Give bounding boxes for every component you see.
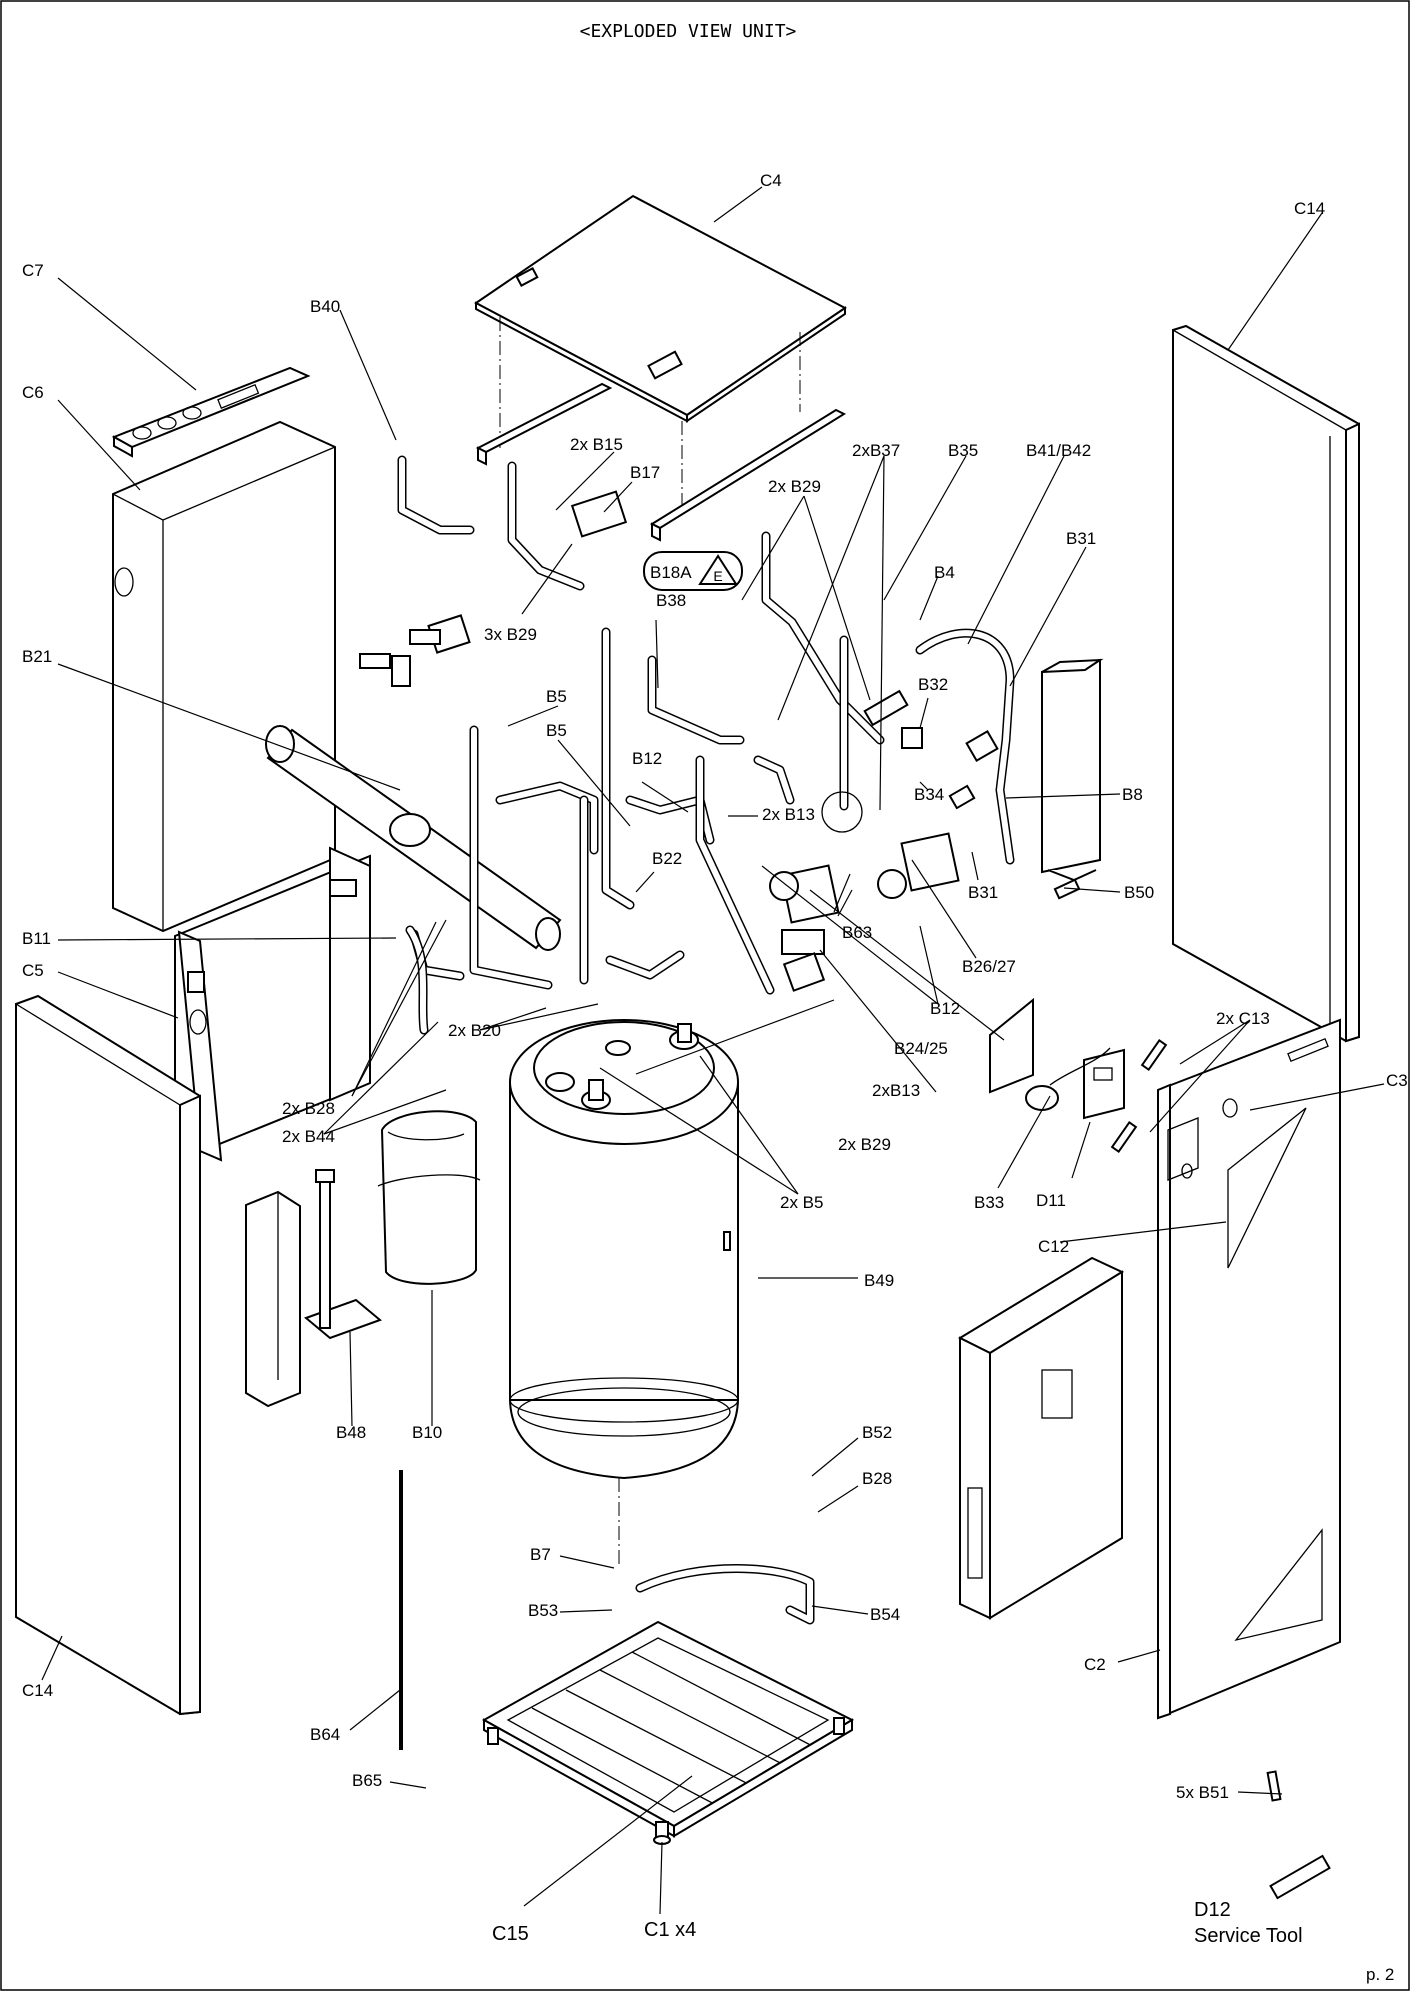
label-b37: 2xB37 (852, 441, 900, 460)
label-b40: B40 (310, 297, 340, 316)
warning-e-symbol: E (713, 568, 722, 584)
label-b22: B22 (652, 849, 682, 868)
label-b10: B10 (412, 1423, 442, 1442)
label-b28-2x: 2x B28 (282, 1099, 335, 1118)
label-c5: C5 (22, 961, 44, 980)
front-left-panel-c14 (15, 994, 201, 1716)
label-b53: B53 (528, 1601, 558, 1620)
hot-water-tank (508, 1019, 740, 1568)
label-b15: 2x B15 (570, 435, 623, 454)
label-b12-mid: B12 (930, 999, 960, 1018)
label-b29-mid: 2x B29 (838, 1135, 891, 1154)
label-b4: B4 (934, 563, 955, 582)
label-b20: 2x B20 (448, 1021, 501, 1040)
top-rails (475, 382, 847, 542)
label-c15: C15 (492, 1923, 529, 1945)
label-b11: B11 (22, 929, 51, 948)
label-b31-top: B31 (1066, 529, 1096, 548)
label-b44: 2x B44 (282, 1127, 335, 1146)
label-b8: B8 (1122, 785, 1143, 804)
label-c13: 2x C13 (1216, 1009, 1270, 1028)
side-panel-c5 (177, 930, 223, 1162)
label-b65: B65 (352, 1771, 382, 1790)
label-b29-top: 2x B29 (768, 477, 821, 496)
heat-exchanger-b21 (265, 725, 562, 951)
label-b28: B28 (862, 1469, 892, 1488)
label-b35: B35 (948, 441, 978, 460)
top-cover-c4 (474, 194, 847, 505)
front-right-panel-c2 (1157, 1018, 1341, 1720)
label-b41-b42: B41/B42 (1026, 441, 1091, 460)
label-c4: C4 (760, 171, 782, 190)
label-b17: B17 (630, 463, 660, 482)
base-frame-c15 (481, 1620, 855, 1845)
label-d11: D11 (1036, 1191, 1066, 1210)
label-c1: C1 x4 (644, 1919, 696, 1941)
label-b64: B64 (310, 1725, 340, 1744)
label-c12: C12 (1038, 1237, 1069, 1256)
label-b52: B52 (862, 1423, 892, 1442)
part-labels: C4 C14 C7 C6 B40 2x B15 B17 2xB37 B35 B4… (22, 171, 1408, 1947)
pipework (397, 455, 1015, 1750)
label-b26-27: B26/27 (962, 957, 1016, 976)
label-b12-top: B12 (632, 749, 662, 768)
label-b13-2x: 2xB13 (872, 1081, 920, 1100)
label-b48: B48 (336, 1423, 366, 1442)
pumps-and-valves (359, 490, 1331, 1900)
label-c7: C7 (22, 261, 44, 280)
label-b50: B50 (1124, 883, 1154, 902)
label-b54: B54 (870, 1605, 900, 1624)
page-title: <EXPLODED VIEW UNIT> (580, 21, 797, 42)
label-b63: B63 (842, 923, 872, 942)
label-b49: B49 (864, 1271, 894, 1290)
leader-lines (41, 186, 1385, 1915)
label-b5-a: B5 (546, 687, 567, 706)
page-number: p. 2 (1366, 1965, 1394, 1984)
label-b31-mid: B31 (968, 883, 998, 902)
label-b51: 5x B51 (1176, 1783, 1229, 1802)
electrical-box (957, 1256, 1125, 1620)
control-panel-parts (989, 997, 1168, 1153)
label-service-tool: Service Tool (1194, 1925, 1303, 1947)
label-b18a: B18A (650, 563, 692, 582)
label-d12: D12 (1194, 1899, 1231, 1921)
right-side-panel-c14 (1172, 324, 1360, 1043)
label-b34: B34 (914, 785, 944, 804)
label-b29-3x: 3x B29 (484, 625, 537, 644)
bracket-c7 (111, 366, 311, 458)
label-b13: 2x B13 (762, 805, 815, 824)
label-c6: C6 (22, 383, 44, 402)
label-b7: B7 (530, 1545, 551, 1564)
label-b33: B33 (974, 1193, 1004, 1212)
warning-badge-b18a: B18A E (643, 551, 743, 591)
label-c2: C2 (1084, 1655, 1106, 1674)
label-b5-b: B5 (546, 721, 567, 740)
expansion-vessel-b10 (377, 1110, 481, 1285)
label-b5-2x: 2x B5 (780, 1193, 823, 1212)
bracket-b48 (245, 1169, 382, 1408)
label-c14-top: C14 (1294, 199, 1325, 218)
back-panel-c6 (112, 420, 371, 1164)
label-b32: B32 (918, 675, 948, 694)
label-b38: B38 (656, 591, 686, 610)
label-b21: B21 (22, 647, 52, 666)
label-c14-bottom: C14 (22, 1681, 53, 1700)
label-b24-25: B24/25 (894, 1039, 948, 1058)
label-c3: C3 (1386, 1071, 1408, 1090)
